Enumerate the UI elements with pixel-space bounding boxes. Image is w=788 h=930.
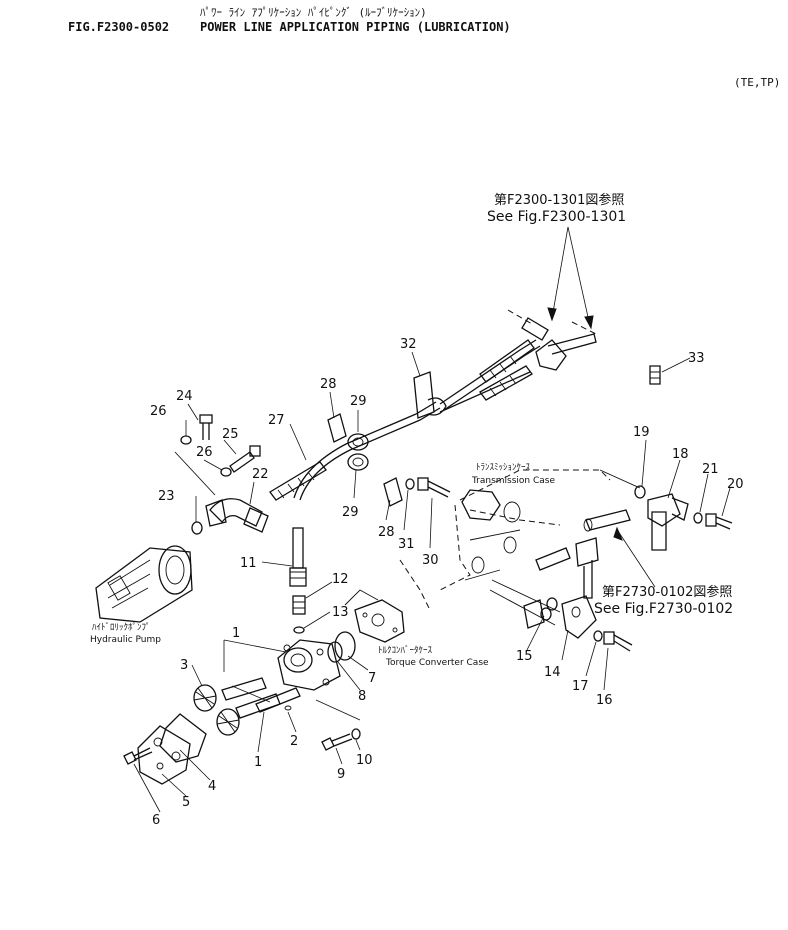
part-number-18: 18 <box>672 447 689 462</box>
part-number-31: 31 <box>398 537 415 552</box>
gear-pump-assembly <box>123 589 405 785</box>
hydraulic-pump <box>95 545 193 623</box>
hose-clamps <box>327 309 597 507</box>
part-number-32: 32 <box>400 337 417 352</box>
figure-number: FIG.F2300-0502 <box>68 20 170 34</box>
right-fittings <box>583 365 733 551</box>
lubrication-hose <box>269 401 441 634</box>
reference-right-arrow <box>613 526 656 588</box>
part-number-17: 17 <box>572 679 589 694</box>
part-number-29: 29 <box>350 394 367 409</box>
part-number-1: 1 <box>254 755 262 770</box>
part-number-26: 26 <box>196 445 213 460</box>
torque-converter-label-en: Torque Converter Case <box>385 658 489 668</box>
part-number-25: 25 <box>222 427 239 442</box>
part-number-30: 30 <box>422 553 439 568</box>
part-number-1: 1 <box>232 626 240 641</box>
part-number-8: 8 <box>358 689 366 704</box>
hydraulic-pump-label-en: Hydraulic Pump <box>90 635 161 645</box>
hydraulic-pump-label-jp: ﾊｲﾄﾞﾛﾘｯｸﾎﾟﾝﾌﾟ <box>92 622 151 633</box>
transmission-case-label-en: Transmission Case <box>471 476 555 486</box>
leader-lines <box>133 351 731 813</box>
elbow-fitting <box>174 414 269 535</box>
reference-top-arrows <box>547 226 594 330</box>
part-number-11: 11 <box>240 556 257 571</box>
part-number-9: 9 <box>337 767 345 782</box>
torque-converter-label-jp: ﾄﾙｸｺﾝﾊﾞｰﾀｹｰｽ <box>378 645 433 656</box>
transmission-case-label-jp: ﾄﾗﾝｽﾐｯｼｮﾝｹｰｽ <box>476 462 531 473</box>
part-number-4: 4 <box>208 779 216 794</box>
part-number-28: 28 <box>378 525 395 540</box>
part-number-29: 29 <box>342 505 359 520</box>
transmission-case-outline <box>399 469 611 626</box>
part-number-13: 13 <box>332 605 349 620</box>
part-number-labels: 1 1 2 3 4 5 6 7 8 9 10 11 12 13 14 15 16… <box>150 337 744 828</box>
figure-title: POWER LINE APPLICATION PIPING (LUBRICATI… <box>200 20 511 34</box>
reference-top-en: See Fig.F2300-1301 <box>487 209 626 225</box>
part-number-14: 14 <box>544 665 561 680</box>
part-number-33: 33 <box>688 351 705 366</box>
part-number-26: 26 <box>150 404 167 419</box>
reference-right-en: See Fig.F2730-0102 <box>594 601 733 617</box>
part-number-28: 28 <box>320 377 337 392</box>
model-code: (TE,TP) <box>734 76 781 89</box>
part-number-16: 16 <box>596 693 613 708</box>
part-number-7: 7 <box>368 671 376 686</box>
part-number-19: 19 <box>633 425 650 440</box>
reference-top-jp: 第F2300-1301図参照 <box>494 192 624 208</box>
reference-right-jp: 第F2730-0102図参照 <box>602 584 732 600</box>
part-number-10: 10 <box>356 753 373 768</box>
part-number-23: 23 <box>158 489 175 504</box>
part-number-2: 2 <box>290 734 298 749</box>
part-number-5: 5 <box>182 795 190 810</box>
bolt-30-assembly <box>405 477 451 498</box>
part-number-15: 15 <box>516 649 533 664</box>
japanese-title: ﾊﾟﾜｰ ﾗｲﾝ ｱﾌﾟﾘｹｰｼｮﾝ ﾊﾟｲﾋﾟﾝｸﾞ (ﾙｰﾌﾞﾘｹｰｼｮﾝ) <box>200 6 427 19</box>
part-number-6: 6 <box>152 813 160 828</box>
block-14-assembly <box>523 537 633 652</box>
part-number-24: 24 <box>176 389 193 404</box>
part-number-20: 20 <box>727 477 744 492</box>
part-number-22: 22 <box>252 467 269 482</box>
part-number-3: 3 <box>180 658 188 673</box>
part-number-12: 12 <box>332 572 349 587</box>
part-number-21: 21 <box>702 462 719 477</box>
part-number-27: 27 <box>268 413 285 428</box>
